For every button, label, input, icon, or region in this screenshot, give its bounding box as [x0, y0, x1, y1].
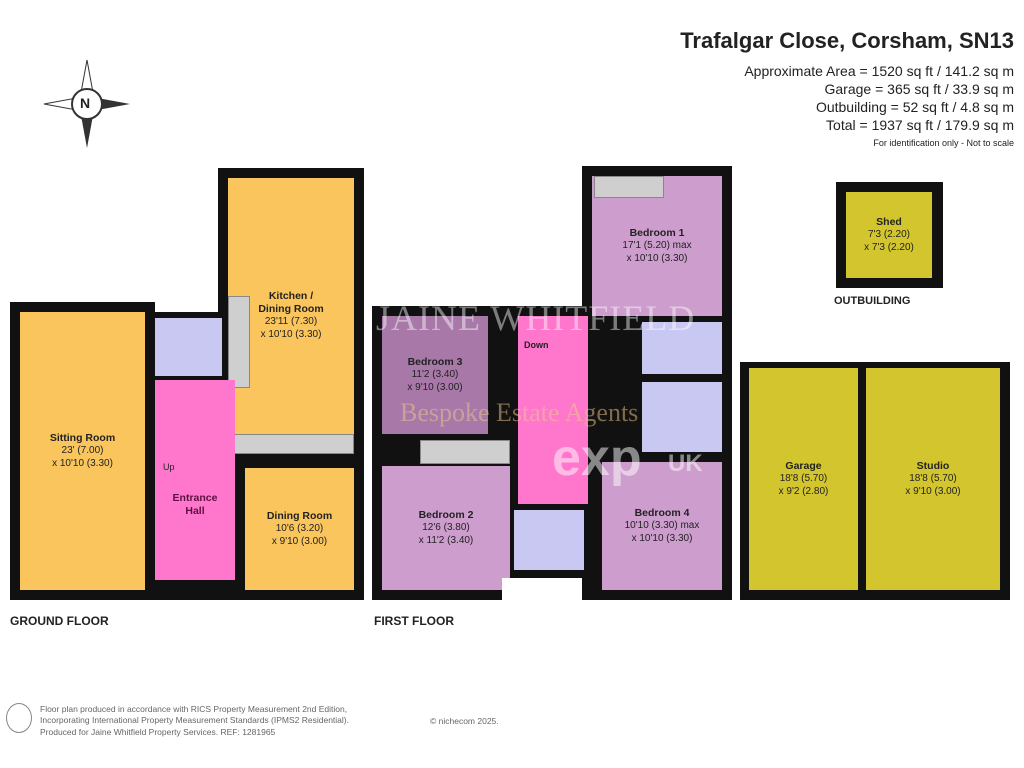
disclaimer: For identification only - Not to scale [873, 138, 1014, 148]
stairs-up-label: Up [163, 462, 175, 472]
compass-north-label: N [80, 95, 91, 111]
area-garage: Garage = 365 sq ft / 33.9 sq m [824, 81, 1015, 97]
roof-notch [502, 578, 582, 602]
compass-rose-icon: N [42, 58, 132, 150]
kitchen-hob-counter [228, 434, 354, 454]
room-landing [518, 316, 588, 504]
room-bathroom [642, 382, 722, 452]
area-total: Total = 1937 sq ft / 179.9 sq m [826, 117, 1014, 133]
stairs-down-label: Down [524, 340, 549, 350]
room-shower-room [514, 510, 584, 570]
room-wc [155, 318, 222, 376]
room-en-suite [642, 322, 722, 374]
wardrobe [420, 440, 510, 464]
area-approximate: Approximate Area = 1520 sq ft / 141.2 sq… [744, 63, 1014, 79]
area-summary: Approximate Area = 1520 sq ft / 141.2 sq… [744, 62, 1014, 134]
kitchen-counter [228, 296, 250, 388]
plan-title: Trafalgar Close, Corsham, SN13 [680, 28, 1014, 53]
area-outbuilding: Outbuilding = 52 sq ft / 4.8 sq m [815, 99, 1014, 115]
room-entrance-hall: Entrance Hall [155, 380, 235, 580]
wardrobe [594, 176, 664, 198]
first-floor-label: FIRST FLOOR [374, 614, 454, 628]
outbuilding-label: OUTBUILDING [834, 295, 911, 307]
ground-floor-label: GROUND FLOOR [10, 614, 109, 628]
person-icon [6, 703, 32, 733]
footer-notes: Floor plan produced in accordance with R… [40, 704, 349, 737]
copyright: © nichecom 2025. [430, 716, 499, 726]
